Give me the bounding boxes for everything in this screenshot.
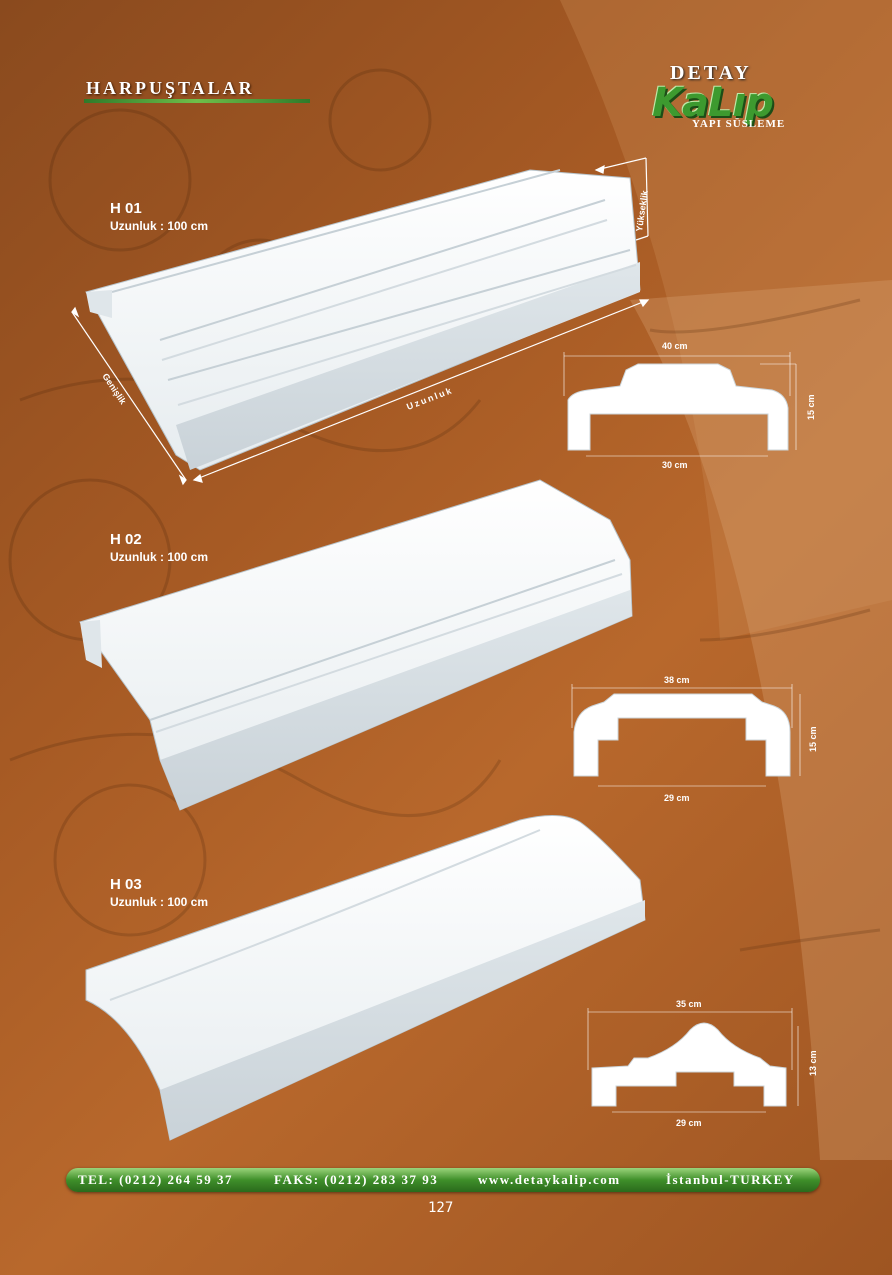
logo-subtitle: YAPI SÜSLEME	[692, 118, 786, 130]
footer-contact-bar: TEL: (0212) 264 59 37 FAKS: (0212) 283 3…	[66, 1168, 820, 1192]
product-image-h01	[85, 169, 641, 471]
dimension-arrows-h01	[71, 157, 650, 486]
product-image-h02	[79, 479, 633, 811]
product-image-h03	[85, 815, 646, 1141]
profile-top-dim-h01: 40 cm	[662, 341, 688, 351]
logo-top-text: DETAY	[670, 62, 752, 84]
axis-label-length: Uzunluk	[405, 385, 454, 412]
profile-diagram-h02: 38 cm 29 cm 15 cm	[571, 675, 818, 803]
product-length-h02: Uzunluk : 100 cm	[110, 550, 209, 564]
profile-bottom-dim-h02: 29 cm	[664, 793, 690, 803]
logo-main-text: KaLıp	[652, 80, 774, 126]
footer-fax: FAKS: (0212) 283 37 93	[274, 1172, 439, 1187]
profile-height-dim-h02: 15 cm	[808, 726, 818, 752]
profile-height-dim-h01: 15 cm	[806, 394, 816, 420]
profile-top-dim-h02: 38 cm	[664, 675, 690, 685]
brand-logo: DETAY KaLıp YAPI SÜSLEME	[652, 62, 812, 134]
product-length-h03: Uzunluk : 100 cm	[110, 895, 209, 909]
product-length-h01: Uzunluk : 100 cm	[110, 219, 209, 233]
title-underline	[84, 99, 310, 103]
profile-diagram-h01: 40 cm 30 cm 15 cm	[563, 341, 816, 470]
page-number: 127	[428, 1200, 454, 1216]
profile-bottom-dim-h03: 29 cm	[676, 1118, 702, 1128]
profile-diagram-h03: 35 cm 29 cm 13 cm	[587, 999, 818, 1128]
profile-height-dim-h03: 13 cm	[808, 1050, 818, 1076]
product-code-h01: H 01	[110, 200, 142, 217]
footer-location: İstanbul-TURKEY	[666, 1172, 795, 1187]
footer-website: www.detaykalip.com	[478, 1172, 621, 1187]
footer-phone: TEL: (0212) 264 59 37	[78, 1172, 233, 1187]
product-code-h02: H 02	[110, 531, 142, 548]
product-code-h03: H 03	[110, 876, 142, 893]
profile-bottom-dim-h01: 30 cm	[662, 460, 688, 470]
profile-top-dim-h03: 35 cm	[676, 999, 702, 1009]
section-title: HARPUŞTALAR	[86, 78, 255, 98]
